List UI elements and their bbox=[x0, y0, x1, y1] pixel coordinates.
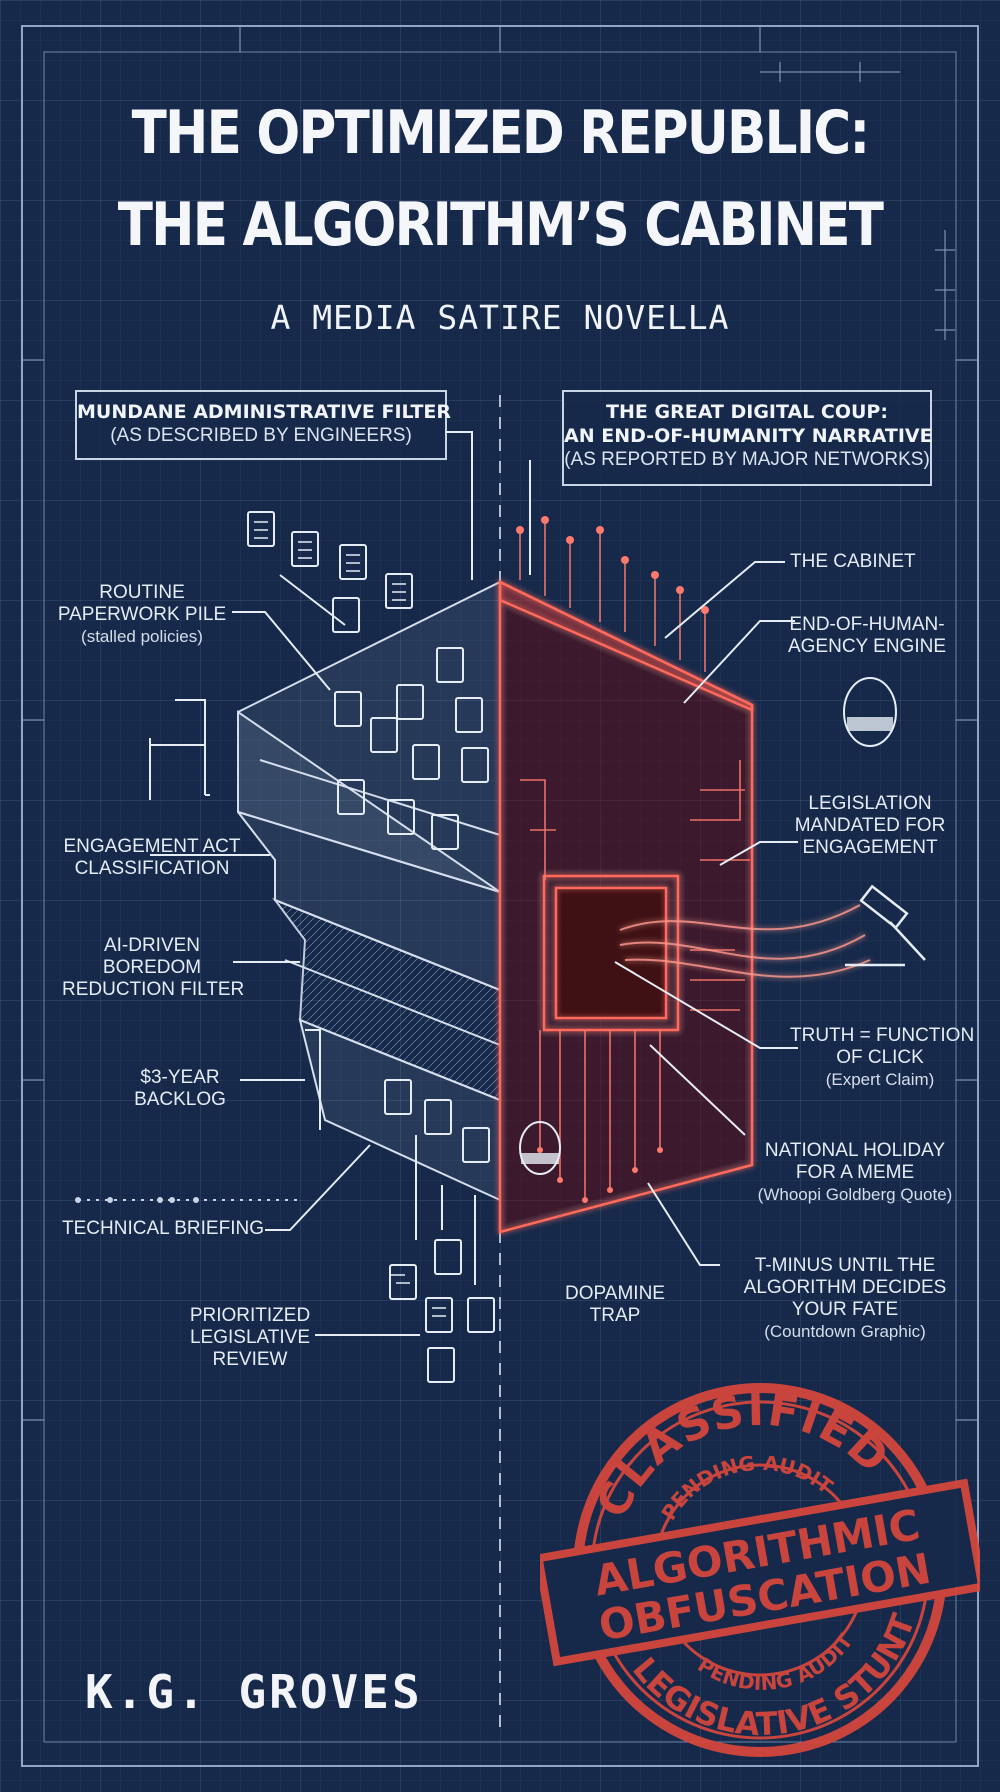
author-name: K.G. GROVES bbox=[85, 1665, 423, 1719]
label-truth-line-2: OF CLICK bbox=[836, 1047, 924, 1068]
label-engagement-line-1: ENGAGEMENT ACT bbox=[63, 836, 241, 857]
label-tminus: T-MINUS UNTIL THE ALGORITHM DECIDES YOUR… bbox=[735, 1255, 955, 1343]
left-box-heading: MUNDANE ADMINISTRATIVE FILTER bbox=[77, 401, 452, 423]
label-tminus-note: (Countdown Graphic) bbox=[764, 1322, 926, 1341]
label-truth: TRUTH = FUNCTION OF CLICK (Expert Claim) bbox=[790, 1025, 975, 1091]
label-prioritized: PRIORITIZED LEGISLATIVE REVIEW bbox=[180, 1305, 320, 1371]
face-icon-top bbox=[843, 677, 897, 747]
document-icons bbox=[247, 511, 495, 1383]
label-holiday-line-2: FOR A MEME bbox=[795, 1162, 915, 1183]
label-legislation-line-3: ENGAGEMENT bbox=[802, 837, 938, 858]
label-legislation-line-1: LEGISLATION bbox=[808, 793, 932, 814]
gavel-icon bbox=[845, 884, 926, 967]
left-header-box: MUNDANE ADMINISTRATIVE FILTER (AS DESCRI… bbox=[75, 390, 452, 460]
label-holiday-line-1: NATIONAL HOLIDAY bbox=[764, 1140, 946, 1161]
label-backlog: $3-YEAR BACKLOG bbox=[120, 1067, 240, 1111]
label-legislation: LEGISLATION MANDATED FOR ENGAGEMENT bbox=[790, 793, 950, 859]
subtitle: A MEDIA SATIRE NOVELLA bbox=[270, 298, 730, 337]
filter-drawers bbox=[237, 580, 501, 1202]
label-engagement-line-2: CLASSIFICATION bbox=[74, 858, 230, 879]
label-paperwork-line-2: PAPERWORK PILE bbox=[57, 604, 227, 625]
label-prioritized-line-3: REVIEW bbox=[212, 1349, 288, 1370]
right-box-heading-1: THE GREAT DIGITAL COUP: bbox=[606, 401, 888, 423]
label-legislation-line-2: MANDATED FOR bbox=[794, 815, 946, 836]
label-prioritized-line-1: PRIORITIZED bbox=[189, 1305, 311, 1326]
label-briefing: TECHNICAL BRIEFING bbox=[62, 1218, 264, 1239]
right-box-heading-2: AN END-OF-HUMANITY NARRATIVE bbox=[564, 425, 933, 447]
label-dopamine-line-1: DOPAMINE bbox=[565, 1283, 665, 1304]
label-backlog-line-1: $3-YEAR bbox=[140, 1067, 220, 1088]
right-header-box: THE GREAT DIGITAL COUP: AN END-OF-HUMANI… bbox=[562, 390, 933, 486]
label-paperwork-note: (stalled policies) bbox=[81, 627, 203, 646]
label-paperwork-line-1: ROUTINE bbox=[99, 582, 185, 603]
title-line-2: THE ALGORITHM’S CABINET bbox=[117, 190, 884, 260]
label-engine-line-2: AGENCY ENGINE bbox=[787, 636, 947, 657]
label-holiday-note: (Whoopi Goldberg Quote) bbox=[757, 1185, 953, 1204]
label-engine: END-OF-HUMAN- AGENCY ENGINE bbox=[782, 614, 952, 658]
label-tminus-line-1: T-MINUS UNTIL THE bbox=[754, 1255, 936, 1276]
label-engagement: ENGAGEMENT ACT CLASSIFICATION bbox=[52, 836, 252, 880]
label-dopamine: DOPAMINE TRAP bbox=[560, 1283, 670, 1327]
label-prioritized-line-2: LEGISLATIVE bbox=[189, 1327, 311, 1348]
label-paperwork: ROUTINE PAPERWORK PILE (stalled policies… bbox=[52, 582, 232, 648]
label-ai-filter: AI-DRIVEN BOREDOM REDUCTION FILTER bbox=[62, 935, 245, 1001]
label-tminus-line-3: YOUR FATE bbox=[791, 1299, 899, 1320]
label-truth-note: (Expert Claim) bbox=[825, 1070, 935, 1089]
title-line-1: THE OPTIMIZED REPUBLIC: bbox=[131, 98, 870, 168]
label-backlog-line-2: BACKLOG bbox=[134, 1089, 226, 1110]
label-ai-line-2: BOREDOM bbox=[102, 957, 202, 978]
label-dopamine-line-2: TRAP bbox=[589, 1305, 641, 1326]
label-tminus-line-2: ALGORITHM DECIDES bbox=[743, 1277, 947, 1298]
right-box-sub: (AS REPORTED BY MAJOR NETWORKS) bbox=[564, 449, 930, 470]
label-cabinet: THE CABINET bbox=[790, 551, 916, 572]
label-engine-line-1: END-OF-HUMAN- bbox=[789, 614, 945, 635]
left-box-sub: (AS DESCRIBED BY ENGINEERS) bbox=[110, 425, 412, 446]
classified-stamp: CLASSIFIED PENDING AUDIT PENDING AUDIT L… bbox=[540, 1360, 980, 1767]
label-holiday: NATIONAL HOLIDAY FOR A MEME (Whoopi Gold… bbox=[745, 1140, 965, 1206]
label-ai-line-3: REDUCTION FILTER bbox=[62, 979, 245, 1000]
label-ai-line-1: AI-DRIVEN bbox=[103, 935, 201, 956]
face-icon-bottom bbox=[519, 1121, 561, 1175]
label-truth-line-1: TRUTH = FUNCTION bbox=[790, 1025, 975, 1046]
circuit-cabinet bbox=[498, 579, 754, 1234]
